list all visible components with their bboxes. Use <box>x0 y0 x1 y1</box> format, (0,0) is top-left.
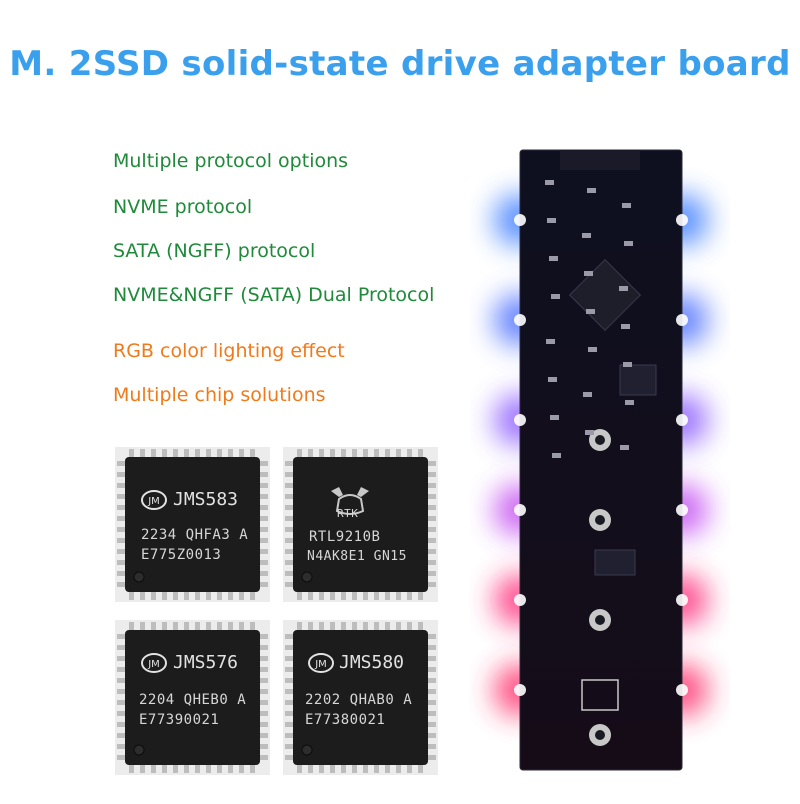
rgb-led-2-0 <box>514 414 526 426</box>
board-smd-part-18 <box>551 294 560 299</box>
chip-jms583: JM JMS583 2234 QHFA3 A E775Z0013 <box>115 447 270 602</box>
board-smd-part-10 <box>585 430 594 435</box>
adapter-board-pcb <box>494 149 708 771</box>
board-smd-part-6 <box>547 218 556 223</box>
usb-c-connector <box>560 150 640 170</box>
board-smd-part-9 <box>548 377 557 382</box>
board-smd-part-3 <box>546 339 555 344</box>
board-smd-part-17 <box>624 241 633 246</box>
chip-rtl9210b-line2: N4AK8E1 GN15 <box>307 549 407 564</box>
chip-jms583-logo: JM <box>140 489 168 511</box>
board-mount-hole-center-2 <box>595 615 605 625</box>
chip-jms583-line1: 2234 QHFA3 A <box>141 527 249 543</box>
board-smd-part-13 <box>586 309 595 314</box>
board-smd-part-16 <box>587 188 596 193</box>
rgb-led-3-1 <box>676 504 688 516</box>
board-smd-part-4 <box>583 392 592 397</box>
svg-text:JM: JM <box>147 659 160 670</box>
board-mount-hole-center-0 <box>595 435 605 445</box>
chip-package-icon <box>115 620 270 775</box>
rgb-led-3-0 <box>514 504 526 516</box>
feature-dual-protocol: NVME&NGFF (SATA) Dual Protocol <box>113 284 435 306</box>
board-smd-part-14 <box>623 362 632 367</box>
chip-jms576-brand: JMS576 <box>173 652 239 673</box>
chip-jms576-logo: JM <box>140 652 168 674</box>
board-smd-part-8 <box>621 324 630 329</box>
board-silkscreen-box <box>581 679 619 711</box>
board-smd-part-21 <box>552 453 561 458</box>
board-smd-part-12 <box>549 256 558 261</box>
rgb-led-1-1 <box>676 314 688 326</box>
pcb-components <box>545 180 657 746</box>
board-mount-hole-center-1 <box>595 515 605 525</box>
chip-rtl9210b-line1: RTL9210B <box>309 529 381 545</box>
rgb-led-layer <box>514 214 688 696</box>
board-smd-part-0 <box>545 180 554 185</box>
chip-rtl9210b-logo-text: RTK <box>337 507 359 520</box>
board-smd-part-11 <box>622 203 631 208</box>
chip-rtl9210b: RTK RTL9210B N4AK8E1 GN15 <box>283 447 438 602</box>
chip-jms576-line1: 2204 QHEB0 A <box>139 692 247 708</box>
jmicron-logo-icon: JM <box>308 653 334 673</box>
feature-nvme: NVME protocol <box>113 196 253 218</box>
chip-jms580-line2: E77380021 <box>305 712 386 728</box>
chip-jms583-brand: JMS583 <box>173 489 239 510</box>
chip-jms580-logo: JM <box>307 652 335 674</box>
rgb-led-0-0 <box>514 214 526 226</box>
chip-jms580-brand: JMS580 <box>339 652 405 673</box>
rgb-led-4-1 <box>676 594 688 606</box>
rgb-led-0-1 <box>676 214 688 226</box>
feature-sata: SATA (NGFF) protocol <box>113 240 316 262</box>
jmicron-logo-icon: JM <box>141 653 167 673</box>
svg-text:JM: JM <box>314 659 327 670</box>
rgb-led-5-0 <box>514 684 526 696</box>
feature-chip-solutions: Multiple chip solutions <box>113 384 326 406</box>
board-smd-part-2 <box>619 286 628 291</box>
board-smd-part-19 <box>588 347 597 352</box>
adapter-board-photo <box>470 120 730 800</box>
board-mount-hole-center-3 <box>595 730 605 740</box>
board-smd-part-1 <box>582 233 591 238</box>
chip-package-icon <box>115 447 270 602</box>
pcb-body <box>519 149 683 771</box>
chip-jms576: JM JMS576 2204 QHEB0 A E77390021 <box>115 620 270 775</box>
rgb-led-5-1 <box>676 684 688 696</box>
feature-multiple-protocol: Multiple protocol options <box>113 150 349 172</box>
rgb-led-1-0 <box>514 314 526 326</box>
chip-jms576-line2: E77390021 <box>139 712 220 728</box>
chip-jms580-line1: 2202 QHAB0 A <box>305 692 413 708</box>
rgb-led-4-0 <box>514 594 526 606</box>
feature-rgb: RGB color lighting effect <box>113 340 345 362</box>
board-smd-part-15 <box>550 415 559 420</box>
jmicron-logo-icon: JM <box>141 490 167 510</box>
chip-jms583-line2: E775Z0013 <box>141 547 222 563</box>
board-smd-part-7 <box>584 271 593 276</box>
board-smd-part-5 <box>620 445 629 450</box>
board-regulator-chip <box>619 364 657 396</box>
board-small-chip <box>594 549 636 576</box>
chip-package-icon <box>283 447 438 602</box>
chip-package-icon <box>283 620 438 775</box>
chip-jms580: JM JMS580 2202 QHAB0 A E77380021 <box>283 620 438 775</box>
rgb-led-2-1 <box>676 414 688 426</box>
board-smd-part-20 <box>625 400 634 405</box>
svg-text:JM: JM <box>147 496 160 507</box>
realtek-crab-logo-icon <box>331 487 369 515</box>
page-title: M. 2SSD solid-state drive adapter board <box>9 44 791 84</box>
